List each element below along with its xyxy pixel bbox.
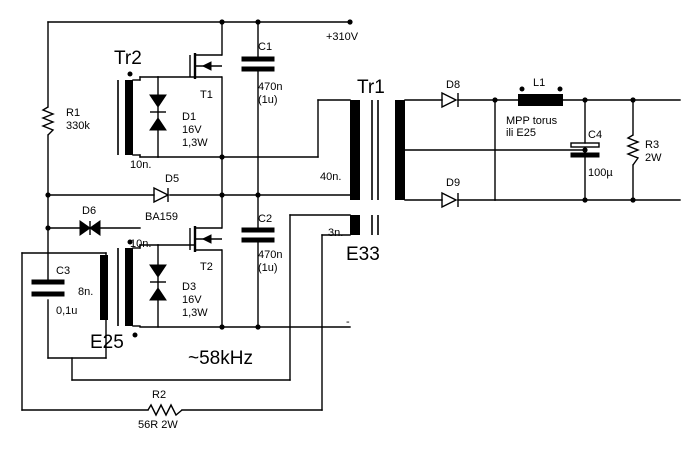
transformer-tr1: Tr1 40n. 3n. E33 (320, 77, 405, 265)
supply-plus-label: +310V (326, 31, 359, 43)
capacitor-c1: C1 470n (1u) (241, 41, 282, 106)
r2-ref: R2 (152, 389, 166, 401)
c1-alt: (1u) (258, 94, 278, 106)
resistor-r1: R1 330k (41, 106, 90, 136)
c2-alt: (1u) (258, 262, 278, 274)
r1-value: 330k (66, 120, 90, 132)
d1-voltage: 16V (182, 124, 202, 136)
c4-value: 100µ (588, 167, 613, 179)
supply-minus-label: - (346, 316, 350, 328)
capacitor-c4: C4 100µ (570, 129, 613, 179)
junction-dots (45, 19, 636, 330)
mosfet-t1: T1 (189, 53, 222, 101)
transformer-tr2: Tr2 10n. 10n. 8n. E25 (78, 48, 151, 359)
diode-d5: D5 BA159 (145, 173, 179, 223)
zener-d3: D3 16V 1,3W (149, 264, 208, 319)
zener-d1: D1 16V 1,3W (149, 94, 208, 149)
d8-ref: D8 (446, 79, 460, 91)
c4-ref: C4 (588, 129, 602, 141)
c1-ref: C1 (258, 41, 272, 53)
tr1-feedback-turns: 3n. (328, 227, 343, 239)
r2-value: 56R 2W (138, 419, 178, 431)
inductor-l1: L1 MPP torus ili E25 (506, 77, 563, 139)
d3-power: 1,3W (182, 307, 208, 319)
r3-ref: R3 (645, 139, 659, 151)
t2-ref: T2 (200, 261, 213, 273)
tr1-core: E33 (346, 244, 380, 265)
tr2-winding-b: 10n. (130, 238, 151, 250)
capacitor-c3: C3 0,1u (31, 265, 77, 317)
c2-ref: C2 (258, 213, 272, 225)
diode-d9: D9 (441, 177, 460, 209)
tr1-primary-turns: 40n. (320, 171, 341, 183)
c3-value: 0,1u (56, 305, 77, 317)
r3-value: 2W (645, 152, 662, 164)
diode-d8: D8 (441, 79, 460, 109)
c3-ref: C3 (56, 265, 70, 277)
d9-ref: D9 (446, 177, 460, 189)
c2-value: 470n (258, 249, 282, 261)
d3-ref: D3 (182, 281, 196, 293)
resistor-r2: R2 56R 2W (138, 389, 183, 431)
t1-ref: T1 (200, 89, 213, 101)
l1-ref: L1 (533, 77, 545, 89)
d1-power: 1,3W (182, 137, 208, 149)
d6-ref: D6 (82, 205, 96, 217)
resistor-r3: R3 2W (626, 134, 662, 166)
tr2-winding-a: 10n. (130, 159, 151, 171)
diode-d6: D6 (79, 205, 101, 236)
tr2-core: E25 (90, 332, 124, 353)
l1-line1: MPP torus (506, 115, 558, 127)
capacitor-c2: C2 470n (1u) (241, 213, 282, 274)
d5-ref: D5 (165, 173, 179, 185)
tr2-winding-c: 8n. (78, 286, 93, 298)
c1-value: 470n (258, 81, 282, 93)
d3-voltage: 16V (182, 294, 202, 306)
frequency-label: ~58kHz (188, 348, 253, 369)
d1-ref: D1 (182, 111, 196, 123)
d5-value: BA159 (145, 211, 178, 223)
r1-ref: R1 (66, 107, 80, 119)
mosfet-t2: T2 (189, 226, 222, 273)
l1-line2: ili E25 (506, 127, 536, 139)
tr1-name: Tr1 (357, 77, 385, 98)
tr2-name: Tr2 (114, 48, 142, 69)
